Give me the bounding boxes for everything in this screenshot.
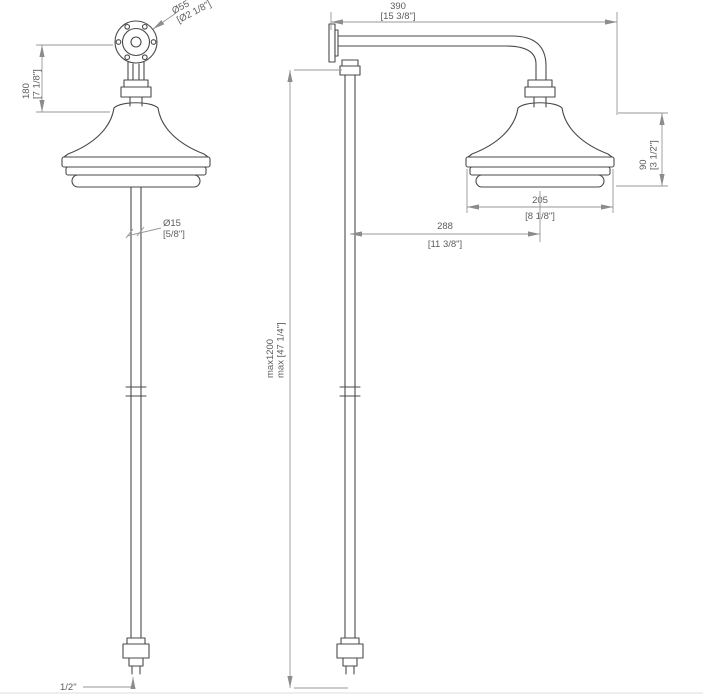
head-depth-in-label: [3 1/2"] <box>649 140 660 170</box>
shower-arm <box>337 35 547 81</box>
dim-head-height: 180 [7 1/8"] <box>21 44 113 113</box>
dim-inlet-size: 1/2" <box>60 677 136 693</box>
wall-flange-front <box>114 20 158 64</box>
riser-pipe-side <box>339 59 361 639</box>
wall-flange-side <box>328 23 339 63</box>
inlet-connector-side <box>336 637 364 675</box>
head-depth-mm-label: 90 <box>638 159 649 170</box>
pipe-dia-mm-label: Ø15 <box>163 218 181 229</box>
swivel-joint-front <box>127 61 145 81</box>
arm-length-mm-label: 390 <box>390 1 406 12</box>
inlet-connector-front <box>122 637 150 675</box>
dim-arm-length: 390 [15 3/8"] <box>330 1 618 115</box>
side-view: 390 [15 3/8"] 90 [3 1/2"] 205 [8 1/8"] <box>265 1 668 689</box>
shower-head-side <box>465 102 615 188</box>
shower-head-front <box>61 102 211 188</box>
pipe-dia-in-label: [5/8"] <box>163 229 185 240</box>
riser-max-mm-label: max1200 <box>265 339 276 378</box>
head-height-mm-label: 180 <box>21 83 32 99</box>
reach-in-label: [11 3/8"] <box>428 239 462 250</box>
dim-reach: 288 [11 3/8"] <box>350 191 541 250</box>
dim-pipe-diameter: Ø15 [5/8"] <box>125 218 185 240</box>
arm-nut <box>524 79 556 108</box>
reach-mm-label: 288 <box>437 221 453 232</box>
dim-riser-max: max1200 max [47 1/4"] <box>265 69 348 689</box>
riser-pipe-front <box>125 186 147 639</box>
front-view: Ø55 [Ø2 1/8"] <box>21 0 213 693</box>
head-nut-front <box>120 79 152 107</box>
dim-flange-diameter: Ø55 [Ø2 1/8"] <box>152 0 213 30</box>
arm-length-in-label: [15 3/8"] <box>380 11 415 22</box>
head-height-in-label: [7 1/8"] <box>32 69 43 99</box>
inlet-size-label: 1/2" <box>60 682 77 693</box>
dim-head-depth: 90 [3 1/2"] <box>616 112 668 187</box>
riser-max-in-label: max [47 1/4"] <box>276 322 287 378</box>
